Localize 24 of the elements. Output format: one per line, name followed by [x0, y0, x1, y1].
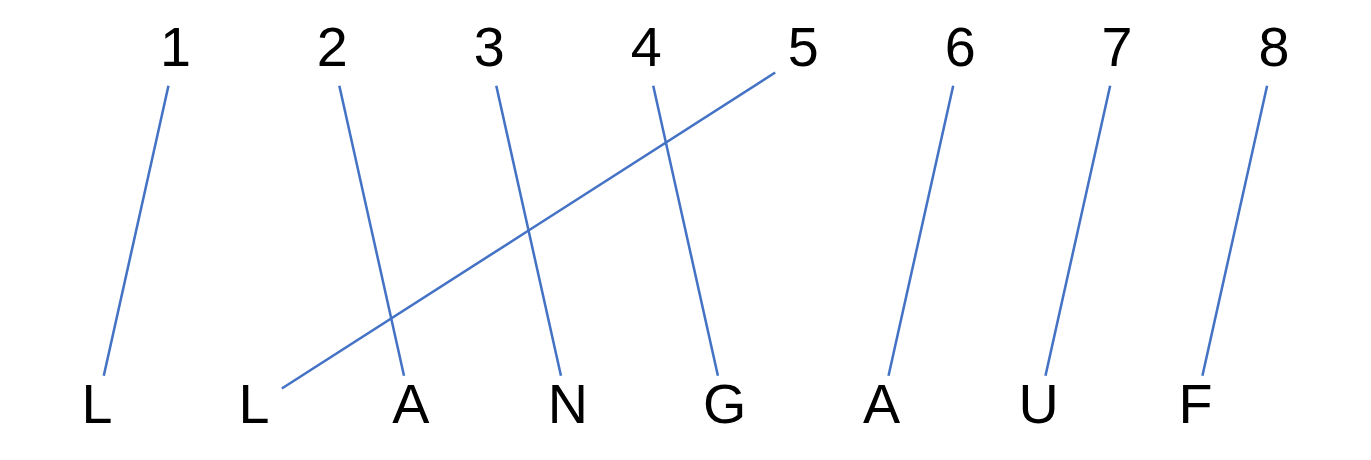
connector — [1201, 85, 1269, 376]
connector — [652, 85, 720, 376]
node-text: 6 — [944, 15, 976, 78]
node-text: A — [863, 372, 901, 435]
node-text: G — [703, 372, 747, 435]
connector — [495, 85, 563, 376]
node-text: N — [547, 372, 588, 435]
node-text: 5 — [787, 15, 819, 78]
node-text: L — [238, 372, 270, 435]
node-text: 2 — [316, 15, 348, 78]
connector — [887, 85, 955, 376]
connector — [338, 85, 406, 376]
node-text: A — [392, 372, 430, 435]
node-text: F — [1178, 372, 1213, 435]
node-text: 1 — [159, 15, 191, 78]
node-text: U — [1018, 372, 1059, 435]
node-text: 8 — [1258, 15, 1290, 78]
connector — [1044, 85, 1112, 376]
node-text: 4 — [630, 15, 662, 78]
node-text: 3 — [473, 15, 505, 78]
connector — [102, 85, 170, 376]
node-text: 7 — [1101, 15, 1133, 78]
connector — [281, 70, 776, 390]
node-text: L — [81, 372, 113, 435]
